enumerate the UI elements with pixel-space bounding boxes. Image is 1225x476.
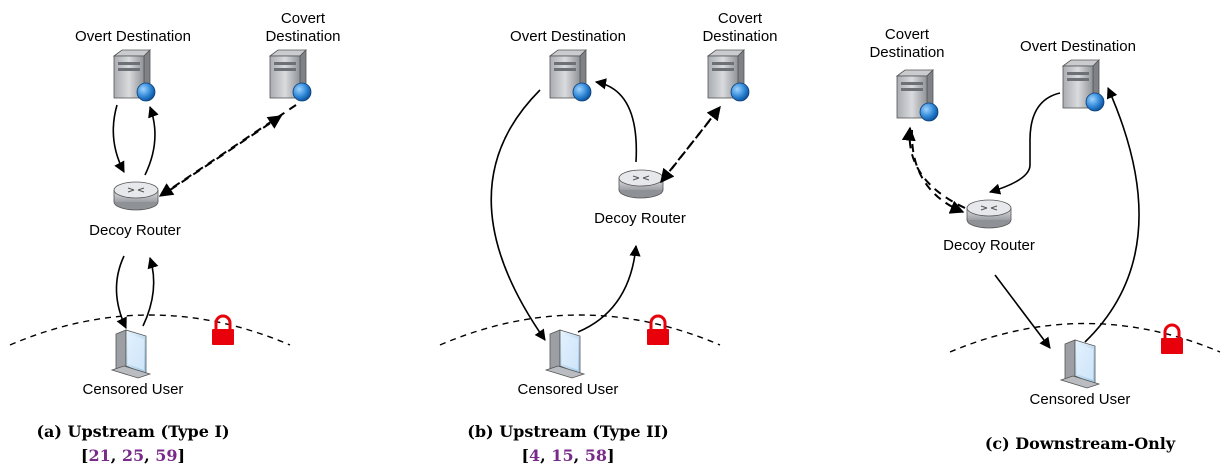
censored-user-label: Censored User bbox=[82, 381, 184, 398]
server-icon bbox=[1062, 59, 1105, 112]
overt-destination-label: Overt Destination bbox=[75, 28, 191, 45]
covert-destination-label-line1: Covert bbox=[280, 10, 326, 27]
censored-user-label: Censored User bbox=[1029, 391, 1131, 408]
computer-icon bbox=[1060, 339, 1100, 389]
citation-link[interactable]: 58 bbox=[584, 446, 607, 465]
citation-refs: [4, 15, 58] bbox=[521, 446, 615, 465]
covert-destination-label-line1: Covert bbox=[717, 10, 763, 27]
arrow bbox=[490, 89, 546, 341]
citation-link[interactable]: 25 bbox=[121, 446, 145, 465]
covert-arrow bbox=[910, 129, 965, 214]
citation-link[interactable]: 4 bbox=[529, 446, 541, 465]
padlock-icon bbox=[645, 314, 671, 347]
citation-refs: [21, 25, 59] bbox=[80, 446, 186, 465]
server-icon bbox=[549, 49, 592, 102]
panel-a bbox=[9, 49, 312, 379]
arrow bbox=[144, 105, 159, 176]
censored-user-label: Censored User bbox=[517, 381, 619, 398]
arrow bbox=[594, 78, 638, 163]
overt-destination-label: Overt Destination bbox=[1020, 38, 1136, 55]
covert-destination-label-line1: Covert bbox=[884, 26, 930, 43]
panel-c bbox=[896, 59, 1221, 389]
router-icon bbox=[966, 199, 1012, 229]
arrow bbox=[1084, 86, 1140, 343]
server-icon bbox=[269, 49, 312, 102]
computer-icon bbox=[545, 329, 585, 379]
overt-destination-label: Overt Destination bbox=[510, 28, 626, 45]
server-icon bbox=[113, 49, 156, 102]
censor-boundary-b bbox=[439, 314, 721, 346]
covert-destination-label-line2: Destination bbox=[265, 28, 341, 45]
decoy-router-label: Decoy Router bbox=[943, 237, 1035, 254]
computer-icon bbox=[111, 329, 151, 379]
server-icon bbox=[896, 69, 939, 122]
panel-caption: (b) Upstream (Type II) bbox=[467, 422, 669, 441]
citation-link[interactable]: 59 bbox=[155, 446, 178, 465]
arrow bbox=[115, 255, 127, 330]
padlock-icon bbox=[1159, 323, 1185, 356]
citation-link[interactable]: 15 bbox=[551, 446, 574, 465]
covert-destination-label-line2: Destination bbox=[869, 44, 945, 61]
router-icon bbox=[618, 169, 664, 199]
panel-caption: (a) Upstream (Type I) bbox=[36, 422, 230, 441]
arrow bbox=[994, 274, 1051, 349]
arrow bbox=[577, 244, 641, 333]
arrow bbox=[112, 104, 125, 173]
arrow bbox=[142, 256, 159, 327]
covert-arrow bbox=[660, 109, 719, 184]
censor-boundary-c bbox=[949, 322, 1221, 353]
panel-caption: (c) Downstream-Only bbox=[984, 434, 1176, 453]
padlock-icon bbox=[210, 314, 236, 347]
panel-b bbox=[439, 49, 750, 379]
decoy-router-label: Decoy Router bbox=[594, 210, 686, 227]
covert-destination-label-line2: Destination bbox=[702, 28, 778, 45]
censor-boundary-a bbox=[9, 314, 291, 346]
router-icon bbox=[113, 181, 159, 211]
decoy-router-label: Decoy Router bbox=[89, 222, 181, 239]
citation-link[interactable]: 21 bbox=[88, 446, 111, 465]
arrow bbox=[988, 92, 1061, 195]
server-icon bbox=[707, 49, 750, 102]
